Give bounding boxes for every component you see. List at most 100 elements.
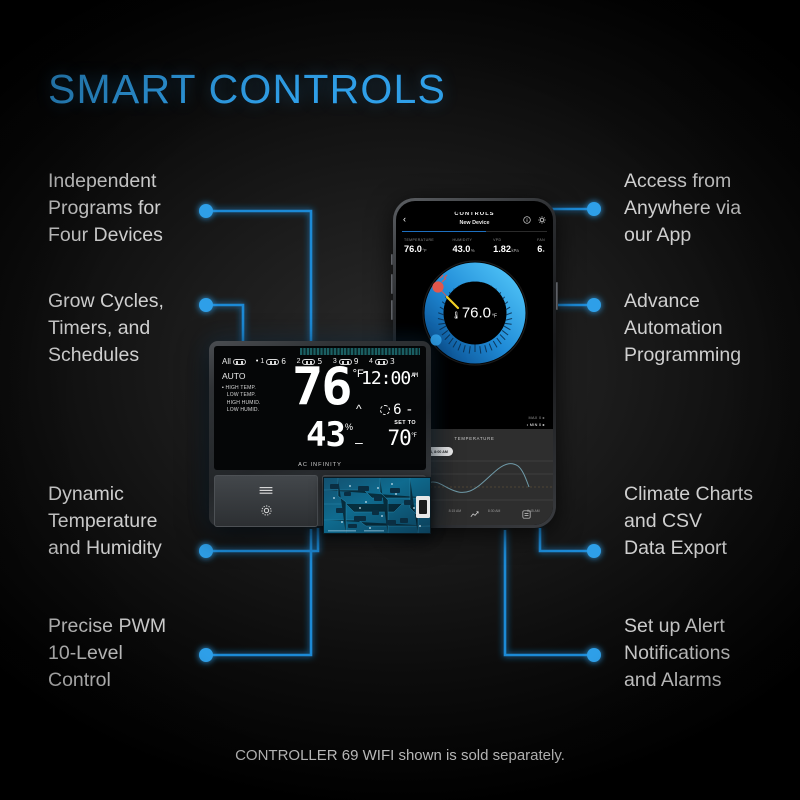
alert-item: LOW TEMP. bbox=[226, 392, 256, 399]
metric-temperature: TEMPERATURE 76.0°F bbox=[404, 238, 434, 254]
x-tick: 8:30 AM bbox=[487, 509, 501, 513]
page-title: SMART CONTROLS bbox=[48, 66, 447, 112]
lcd-fan-level: 6 - bbox=[380, 402, 414, 418]
alert-item: HIGH TEMP. bbox=[225, 385, 256, 391]
feature-alert-notifications: Set up Alert Notifications and Alarms bbox=[624, 615, 731, 691]
feature-climate-charts: Climate Charts and CSV Data Export bbox=[624, 483, 753, 559]
metric-value: 1.82 bbox=[493, 244, 511, 254]
feature-advance-automation: Advance Automation Programming bbox=[624, 290, 742, 366]
controller-left-buttons bbox=[214, 475, 318, 527]
app-title: CONTROLS bbox=[454, 211, 495, 217]
port-value: 9 bbox=[353, 357, 360, 366]
port-number: 3 bbox=[332, 358, 337, 365]
device-name: New Device bbox=[459, 220, 490, 226]
fan-suffix: - bbox=[405, 402, 414, 418]
x-tick: 8:15 AM bbox=[448, 509, 462, 513]
feature-grow-cycles: Grow Cycles, Timers, and Schedules bbox=[48, 290, 164, 366]
fan-value: 6 bbox=[393, 402, 403, 418]
set-to-unit: °F bbox=[410, 432, 417, 439]
lcd-temperature: 76 °F bbox=[292, 357, 364, 417]
chevron-up-icon: ^ bbox=[356, 402, 362, 416]
port-number: 4 bbox=[369, 358, 373, 365]
phone-volume-up-button[interactable] bbox=[391, 274, 393, 294]
lcd-setpoint: SET TO 70°F bbox=[387, 420, 417, 450]
alert-item: LOW HUMID. bbox=[226, 407, 260, 414]
dial-low-handle bbox=[429, 334, 442, 346]
controller-lcd: All •1 6 2 5 3 9 bbox=[214, 346, 426, 470]
gear-icon[interactable] bbox=[260, 504, 273, 517]
hamburger-icon[interactable] bbox=[258, 485, 274, 495]
thermometer-icon: 🌡 bbox=[451, 312, 461, 320]
info-icon[interactable] bbox=[523, 216, 531, 224]
feature-access-anywhere: Access from Anywhere via our App bbox=[624, 170, 742, 246]
lcd-status-bar bbox=[300, 348, 420, 355]
header-underline bbox=[402, 231, 547, 232]
metric-vpd: VPD 1.82kPa bbox=[493, 238, 519, 254]
lcd-humidity: 43 % – bbox=[306, 415, 363, 455]
port-4[interactable]: 4 3 bbox=[369, 357, 395, 366]
port-row: All •1 6 2 5 3 9 bbox=[222, 357, 418, 366]
minmax-readout: MAX 0 ▸ • MIN 0 ▸ bbox=[526, 416, 545, 427]
metrics-row: TEMPERATURE 76.0°F HUMIDITY 43.0% VPD 1.… bbox=[396, 232, 553, 254]
dial-value: 76.0 bbox=[461, 304, 492, 322]
plug-icon bbox=[232, 358, 246, 365]
temperature-dial[interactable]: 🌡 76.0 °F bbox=[396, 256, 553, 374]
alert-list: • HIGH TEMP. LOW TEMP. HIGH HUMID. LOW H… bbox=[222, 385, 261, 414]
circuit-board-image bbox=[323, 477, 431, 534]
clock-value: 12:00 bbox=[360, 368, 411, 389]
list-icon[interactable] bbox=[522, 510, 531, 519]
connector-dot bbox=[587, 544, 601, 558]
all-label: All bbox=[222, 357, 231, 366]
connector-dot bbox=[199, 648, 213, 662]
plug-icon bbox=[374, 358, 388, 365]
connector-dot bbox=[199, 544, 213, 558]
disclaimer-caption: CONTROLLER 69 WIFI shown is sold separat… bbox=[235, 747, 565, 764]
x-tick: 8:45 AM bbox=[527, 509, 540, 513]
connector-dot bbox=[587, 202, 601, 216]
metric-unit: % bbox=[470, 248, 475, 253]
port-3[interactable]: 3 9 bbox=[333, 357, 359, 366]
phone-volume-down-button[interactable] bbox=[391, 300, 393, 320]
metric-unit: ▸ bbox=[542, 248, 545, 253]
port-2[interactable]: 2 5 bbox=[297, 357, 323, 366]
port-1[interactable]: •1 6 bbox=[255, 357, 287, 366]
plug-icon bbox=[338, 358, 352, 365]
feature-dynamic-temp-humidity: Dynamic Temperature and Humidity bbox=[48, 483, 162, 559]
chart-title: TEMPERATURE bbox=[454, 436, 495, 441]
metric-label: FAN bbox=[537, 238, 545, 242]
phone-notch bbox=[449, 203, 500, 212]
chevron-left-icon[interactable]: ‹ bbox=[403, 214, 406, 224]
gear-icon[interactable] bbox=[538, 216, 546, 224]
temperature-value: 76 bbox=[292, 357, 353, 417]
plug-icon bbox=[302, 358, 316, 365]
plug-icon bbox=[266, 358, 280, 365]
max-value: 0 bbox=[539, 416, 542, 420]
metric-humidity: HUMIDITY 43.0% bbox=[453, 238, 475, 254]
humidity-value: 43 bbox=[306, 415, 346, 455]
min-value: 0 bbox=[539, 423, 542, 427]
metric-fan: FAN 6▸ bbox=[537, 238, 545, 254]
lcd-clock: 12:00AM bbox=[360, 368, 418, 389]
metric-unit: kPa bbox=[511, 248, 519, 253]
port-number: 2 bbox=[296, 358, 301, 365]
humidity-unit: % bbox=[344, 422, 353, 432]
port-value: 3 bbox=[389, 357, 396, 366]
metric-unit: °F bbox=[422, 248, 427, 253]
app-header: ‹ CONTROLS New Device bbox=[396, 201, 553, 226]
port-value: 6 bbox=[281, 357, 287, 366]
phone-power-button[interactable] bbox=[556, 282, 558, 310]
brand-label: AC INFINITY bbox=[298, 462, 342, 468]
line-chart-icon[interactable] bbox=[470, 510, 479, 519]
feature-independent-programs: Independent Programs for Four Devices bbox=[48, 170, 163, 246]
connector-dot bbox=[587, 648, 601, 662]
set-to-value: 70 bbox=[387, 426, 411, 450]
metric-value: 76.0 bbox=[404, 244, 422, 254]
metric-value: 43.0 bbox=[452, 244, 471, 254]
phone-mute-switch[interactable] bbox=[391, 254, 393, 265]
port-number: 1 bbox=[260, 358, 265, 365]
metric-label: TEMPERATURE bbox=[404, 238, 435, 242]
metric-label: VPD bbox=[493, 238, 502, 242]
min-label: MIN bbox=[529, 423, 538, 427]
fan-icon bbox=[380, 405, 391, 415]
